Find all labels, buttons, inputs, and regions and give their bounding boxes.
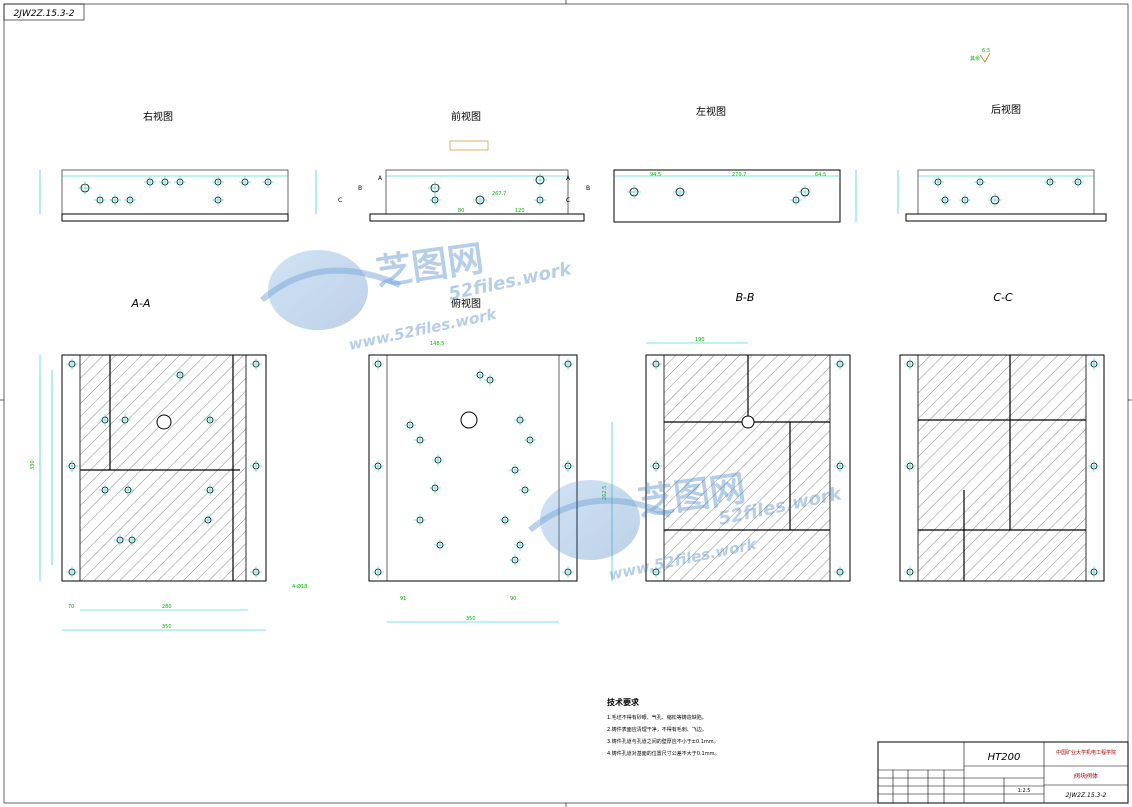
top-view: 350 148.5 91 90 bbox=[368, 341, 578, 623]
aa-hole: 4-Ø18 bbox=[292, 583, 307, 590]
title-section-cc: C-C bbox=[993, 291, 1013, 304]
title-material: HT200 bbox=[988, 752, 1021, 763]
top-width: 350 bbox=[466, 616, 476, 622]
right-view bbox=[39, 169, 289, 222]
title-drawing-number: 2JW2Z.15.3-2 bbox=[1066, 792, 1107, 799]
fv-dim-c: 267.7 bbox=[492, 191, 506, 197]
tech-req-item-2: 2.铸件表面应清理干净，不得有毛刺、飞边。 bbox=[607, 726, 707, 733]
fv-dim-a: 80 bbox=[458, 208, 464, 214]
lv-dim-c: 64.5 bbox=[815, 172, 826, 178]
top-dim-a: 148.5 bbox=[430, 341, 444, 347]
rear-view bbox=[897, 169, 1107, 222]
title-school: 中国矿业大学机电工程学院 bbox=[1056, 749, 1116, 756]
title-left-view: 左视图 bbox=[696, 105, 726, 118]
tech-req-item-4: 4.铸件孔道对基面的位置尺寸公差不大于0.1mm。 bbox=[607, 750, 719, 757]
title-front-view: 前视图 bbox=[451, 110, 481, 123]
section-bb: 190 262.5 bbox=[602, 337, 851, 582]
title-rear-view: 后视图 bbox=[991, 103, 1021, 116]
svg-text:C: C bbox=[338, 197, 342, 204]
title-right-view: 右视图 bbox=[143, 110, 173, 123]
title-scale: 1:2.5 bbox=[1018, 788, 1031, 794]
top-dim-b: 91 bbox=[400, 596, 406, 602]
svg-text:B: B bbox=[358, 185, 362, 192]
aa-width-inner: 280 bbox=[162, 604, 172, 610]
roughness-prefix: 其余 bbox=[970, 55, 980, 62]
technical-requirements: 技术要求 1.毛坯不得有砂眼、气孔、缩松等铸造缺陷。 2.铸件表面应清理干净，不… bbox=[607, 697, 719, 757]
roughness-value: 6.3 bbox=[982, 48, 990, 54]
section-aa: 330 280 350 70 4-Ø18 bbox=[30, 354, 307, 631]
tech-req-heading: 技术要求 bbox=[607, 697, 640, 707]
lv-dim-a: 94.5 bbox=[650, 172, 661, 178]
svg-text:B: B bbox=[586, 185, 590, 192]
front-view: A A B B C C 80 120 267.7 bbox=[315, 140, 590, 222]
fv-dim-b: 120 bbox=[515, 208, 525, 214]
svg-text:A: A bbox=[566, 175, 571, 182]
svg-text:A: A bbox=[378, 175, 383, 182]
corner-drawing-number: 2JW2Z.15.3-2 bbox=[13, 9, 74, 19]
title-part-name: 阀块阀体 bbox=[1074, 772, 1098, 780]
tech-req-item-3: 3.铸件孔道与孔道之间的壁厚应不小于±0.1mm。 bbox=[607, 738, 719, 745]
watermark-domain2-1: www.52files.work bbox=[347, 305, 499, 354]
tech-req-item-1: 1.毛坯不得有砂眼、气孔、缩松等铸造缺陷。 bbox=[607, 714, 707, 721]
aa-height: 330 bbox=[30, 460, 36, 470]
aa-left: 70 bbox=[68, 604, 74, 610]
title-block: HT200 中国矿业大学机电工程学院 阀块阀体 2JW2Z.15.3-2 1:2… bbox=[877, 741, 1129, 804]
title-section-bb: B-B bbox=[736, 291, 755, 304]
aa-width-outer: 350 bbox=[162, 624, 172, 630]
lv-dim-b: 270.7 bbox=[732, 172, 746, 178]
title-section-aa: A-A bbox=[130, 297, 150, 310]
watermark-1: 芝图网 52files.work www.52files.work bbox=[260, 238, 574, 354]
surface-roughness-note: 其余 6.3 bbox=[970, 48, 991, 63]
title-top-view: 俯视图 bbox=[451, 297, 481, 310]
corner-number-box: 2JW2Z.15.3-2 bbox=[3, 3, 85, 21]
svg-text:C: C bbox=[566, 197, 570, 204]
section-cc bbox=[899, 354, 1105, 582]
left-view: 94.5 270.7 64.5 bbox=[613, 169, 857, 223]
top-dim-c: 90 bbox=[510, 596, 516, 602]
bb-width: 190 bbox=[695, 337, 705, 343]
